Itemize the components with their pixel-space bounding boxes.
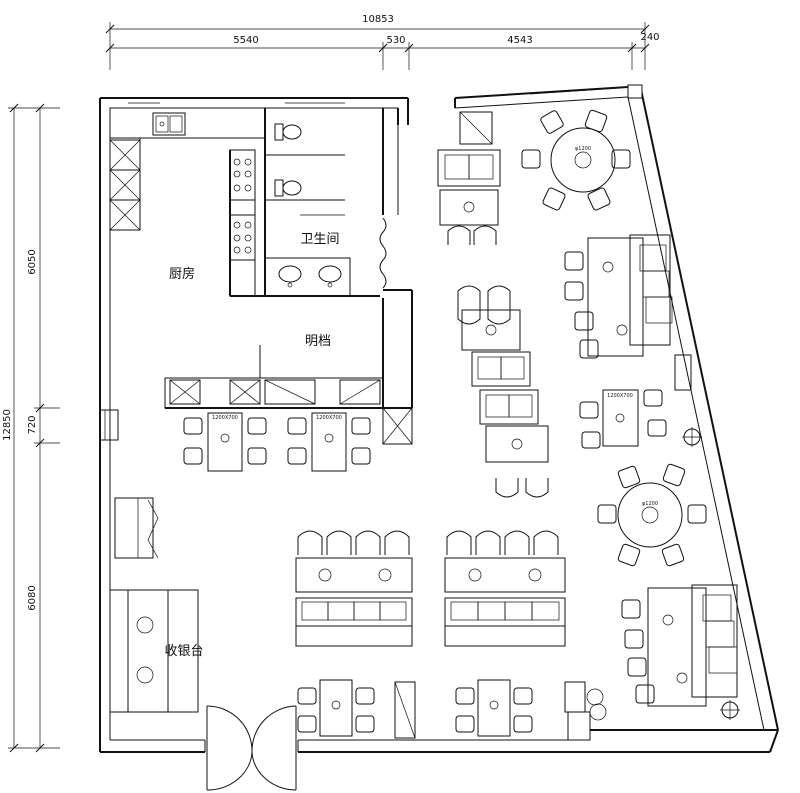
round-table-bottom [597,463,707,567]
square-tables-top-left [183,412,371,472]
right-square-table [579,389,702,449]
table-size-label-3: 1200X700 [607,393,633,399]
dim-top-seg-4: 240 [640,32,659,43]
round-table-top [521,109,631,211]
room-label-toilet: 卫生间 [300,232,339,247]
middle-booths [437,111,549,498]
dim-top-seg-2: 530 [386,35,405,46]
right-booth-lower [621,584,740,720]
room-label-kitchen: 厨房 [169,266,195,282]
kitchen-block [109,107,413,408]
dim-left-total: 12850 [2,409,13,441]
dim-top-seg-3: 4543 [507,35,532,46]
center-banquette-right [444,530,566,647]
cashier-area [109,497,199,713]
toilet-fixtures [264,123,351,297]
right-booth-upper [564,234,692,391]
open-kitchen [164,345,413,445]
dim-top-seg-1: 5540 [233,35,258,46]
square-tables-bottom [297,679,607,739]
dim-left-seg-1: 6050 [27,249,38,274]
top-dimension-lines [105,22,650,70]
left-dimension-lines [8,103,60,753]
room-label-cashier: 收银台 [164,644,203,659]
room-label-open-kitchen: 明档 [305,334,331,349]
table-size-label-2: 1200X700 [316,415,342,421]
dim-left-seg-3: 6080 [27,585,38,610]
exterior-walls [99,84,779,753]
dim-top-total: 10853 [362,14,394,25]
entrance-doors [206,705,297,791]
round-table-label-2: φ1200 [642,501,658,507]
center-banquette-left [295,530,413,647]
round-table-label-1: φ1200 [575,146,591,152]
dim-left-seg-2: 720 [27,415,38,434]
table-size-label-1: 1200X700 [212,415,238,421]
